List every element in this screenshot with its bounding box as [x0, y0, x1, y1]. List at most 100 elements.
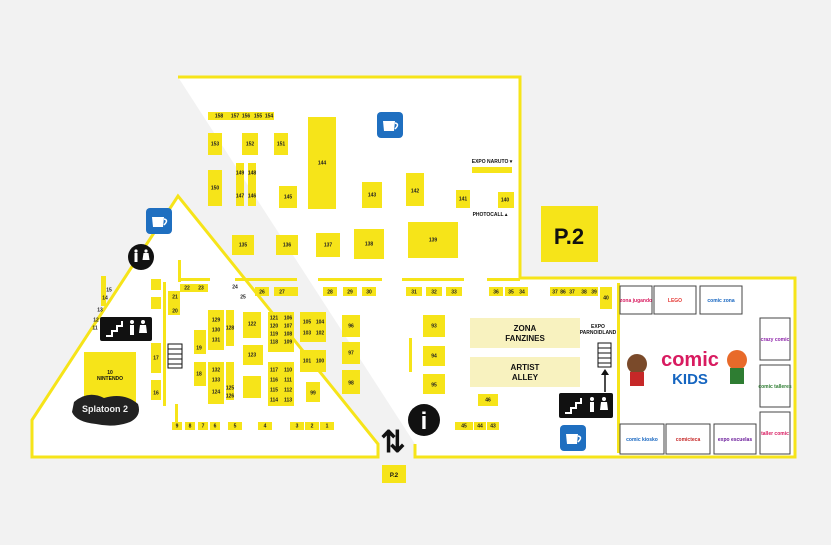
booth-number: 32	[431, 289, 437, 295]
booth-number: 117	[270, 367, 278, 373]
booth-number: 124	[212, 389, 221, 395]
booth-number: 137	[324, 242, 333, 248]
booth-number: 115	[270, 387, 278, 393]
booth-number: 14	[102, 295, 108, 301]
booth	[342, 315, 360, 337]
artist-alley: ARTIST ALLEY	[470, 357, 580, 387]
comic-kids-word1: comic	[661, 349, 719, 371]
comic-panel-label: zona jugando	[620, 298, 652, 304]
booth	[406, 173, 424, 206]
booth-number: 111	[284, 377, 292, 383]
booth	[426, 287, 442, 296]
booth-number: 94	[431, 353, 437, 359]
booth	[300, 312, 326, 342]
zona-fanzines: ZONA FANZINES	[470, 318, 580, 348]
booth-number: 148	[248, 170, 257, 176]
booth-number: 142	[411, 188, 420, 194]
booth	[268, 362, 294, 406]
booth	[151, 343, 161, 373]
comic-panel-label: expo escuelas	[718, 437, 752, 443]
booth-number: 30	[366, 289, 372, 295]
booth-number: 119	[270, 331, 278, 337]
booth-number: 140	[501, 197, 510, 203]
booth-number: 143	[368, 192, 377, 198]
comic-panel	[619, 423, 665, 455]
booth-number: 109	[284, 339, 293, 345]
booth-number: 152	[246, 141, 255, 147]
booth-number: 125	[226, 385, 235, 391]
booth	[290, 422, 304, 430]
booth	[243, 376, 261, 398]
parking-label-big: P.2	[554, 224, 584, 249]
booth-number: 11	[92, 325, 98, 331]
booth	[308, 117, 336, 209]
booth	[185, 422, 195, 430]
booth	[446, 287, 462, 296]
booth	[228, 422, 242, 430]
stairs-block-right	[597, 342, 612, 368]
booth-number: 126	[226, 393, 235, 399]
booth-number: 29	[347, 289, 353, 295]
booth	[242, 133, 258, 155]
booth	[455, 422, 473, 430]
booth-number: 146	[248, 193, 257, 199]
stairs-icon	[106, 321, 123, 337]
booth	[226, 362, 234, 400]
booth	[354, 229, 384, 259]
info-glyph: i	[421, 408, 428, 435]
splatoon-logo: Splatoon 2	[72, 394, 139, 426]
comic-panel-label: comic kiosko	[626, 437, 658, 443]
comic-panel-label: LEGO	[668, 298, 682, 304]
booth-number: 37	[569, 289, 575, 295]
booth-number: 40	[603, 295, 609, 301]
booth-number: 44	[477, 423, 483, 429]
booth-number: 95	[431, 382, 437, 388]
booth-number: 2	[311, 423, 314, 429]
booth-number: 16	[153, 390, 159, 396]
booth-number: 24	[232, 284, 238, 290]
booth	[323, 287, 337, 296]
comic-panel-label: comic talleres	[758, 384, 792, 390]
up-down-arrows-icon: ⇅	[380, 426, 405, 459]
booth	[255, 287, 269, 296]
booth-number: 98	[348, 380, 354, 386]
booth-number: 136	[283, 242, 292, 248]
booth-number: 131	[212, 337, 221, 343]
booth-number: 156	[242, 113, 251, 119]
booth	[151, 279, 161, 290]
booth-number: 6	[214, 423, 217, 429]
booth	[423, 374, 445, 394]
comic-panel-label: comic zona	[707, 298, 734, 304]
booth	[236, 163, 244, 206]
stairs-restroom-sign-left	[100, 317, 152, 341]
comic-panel	[653, 285, 697, 315]
booth	[208, 112, 230, 120]
booth-number: 108	[284, 331, 293, 337]
arrow-up-head	[601, 369, 609, 375]
booth	[517, 287, 528, 296]
zona-fanzines-line2: FANZINES	[505, 334, 545, 343]
booth	[406, 287, 422, 296]
booth-number: 122	[248, 321, 257, 327]
booth-number: 8	[189, 423, 192, 429]
booth-number: 114	[270, 397, 278, 403]
booth	[210, 422, 220, 430]
booth-number: 128	[226, 325, 235, 331]
booth-number: 31	[411, 289, 417, 295]
booth	[362, 287, 376, 296]
booth	[600, 287, 612, 309]
booth	[248, 163, 256, 206]
parking-label-small: P.2	[390, 473, 399, 479]
booth	[342, 342, 360, 364]
booth-number: 155	[254, 113, 263, 119]
comic-panel-label: comicteca	[676, 437, 701, 443]
booth-number: 102	[316, 330, 325, 336]
booth	[423, 315, 445, 337]
booth	[208, 133, 222, 155]
zona-fanzines-line1: ZONA	[514, 324, 537, 333]
booth	[151, 297, 161, 309]
comic-panel	[665, 423, 711, 455]
booth	[279, 186, 297, 208]
booth	[252, 112, 264, 120]
